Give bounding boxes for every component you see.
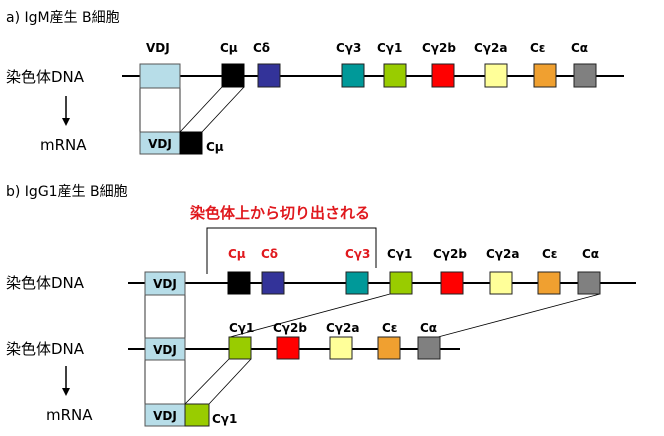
section-b-row2-label-g1: Cγ1	[229, 321, 254, 335]
section-a-gene-box-g1	[383, 63, 407, 88]
section-b-vdj-label-1: VDJ	[153, 277, 177, 291]
section-a-gene-label-epsilon: Cε	[530, 41, 546, 55]
section-b-row2-box-g1	[228, 336, 252, 360]
section-a-arrow-head	[62, 118, 70, 126]
section-b-row2-box-alpha	[417, 336, 441, 360]
section-b-gene-label-epsilon: Cε	[542, 247, 558, 261]
section-b-gene-box-epsilon	[537, 271, 561, 295]
section-b-row2-label-g2b: Cγ2b	[273, 321, 307, 335]
section-b-gene-label-mu: Cμ	[228, 247, 246, 261]
section-a-chromosome-label: 染色体DNA	[6, 68, 85, 86]
section-a-vdj-box	[139, 63, 181, 89]
section-b-gene-label-g1: Cγ1	[387, 247, 412, 261]
section-b-gene-label-g2b: Cγ2b	[433, 247, 467, 261]
section-b-arrow-head	[62, 388, 70, 396]
section-b-chromosome-label-2: 染色体DNA	[6, 340, 85, 358]
section-b-vdj-label-2: VDJ	[153, 343, 177, 357]
section-b-gene-box-g2b	[440, 271, 464, 295]
section-a-gene-label-g2a: Cγ2a	[474, 41, 507, 55]
section-b-excised-label: 染色体上から切り出される	[189, 204, 370, 222]
section-a-gene-label-alpha: Cα	[571, 41, 588, 55]
section-a-mrna-mu-label: Cμ	[206, 140, 224, 154]
section-b-gene-box-alpha	[577, 271, 601, 295]
section-a-gene-label-g3: Cγ3	[336, 41, 361, 55]
section-b-vdj-box-2	[144, 337, 186, 361]
section-b-chromosome-label-1: 染色体DNA	[6, 274, 85, 292]
section-a-vdj-label: VDJ	[146, 41, 170, 55]
section-a-mrna-mu-box	[179, 131, 203, 155]
section-a-gene-label-delta: Cδ	[253, 41, 270, 55]
section-a-gene-label-g2b: Cγ2b	[422, 41, 456, 55]
section-b-row2-box-g2b	[276, 336, 300, 360]
section-a-mrna-vdj-label: VDJ	[148, 137, 172, 151]
section-b-mrna-vdj-label: VDJ	[153, 409, 177, 423]
section-b-gene-box-delta	[261, 271, 285, 295]
section-b-row2-box-epsilon	[377, 336, 401, 360]
section-b-gene-label-g2a: Cγ2a	[486, 247, 519, 261]
section-b-mrna-label: mRNA	[46, 406, 93, 424]
section-a-gene-box-g2b	[431, 63, 455, 88]
section-b-row2-label-alpha: Cα	[420, 321, 437, 335]
section-b-gene-box-g1	[389, 271, 413, 295]
section-b-gene-label-g3: Cγ3	[345, 247, 370, 261]
section-a-title: a) IgM産生 B細胞	[6, 10, 120, 26]
section-b-vdj-box-1	[144, 271, 186, 296]
section-a-gene-box-delta	[257, 63, 281, 88]
section-a-gene-label-g1: Cγ1	[377, 41, 402, 55]
section-b-gene-label-delta: Cδ	[261, 247, 278, 261]
section-a-gene-box-epsilon	[533, 63, 557, 88]
section-a-mrna-label: mRNA	[40, 136, 87, 154]
section-a-gene-box-g2a	[484, 63, 508, 88]
section-b-excision-bracket	[206, 227, 377, 274]
section-b-row2-label-epsilon: Cε	[382, 321, 398, 335]
section-b-row2-label-g2a: Cγ2a	[326, 321, 359, 335]
section-b-gene-label-alpha: Cα	[582, 247, 599, 261]
section-b-mrna-g1-box	[184, 403, 210, 427]
section-b-gene-box-g3	[345, 271, 369, 295]
section-a-gene-label-mu: Cμ	[220, 41, 238, 55]
section-b-row2-box-g2a	[329, 336, 353, 360]
section-a-gene-box-alpha	[573, 63, 597, 88]
section-b-gene-box-mu	[227, 271, 251, 295]
section-a-gene-box-mu	[221, 63, 245, 88]
section-a-gene-box-g3	[341, 63, 365, 88]
section-b-gene-box-g2a	[489, 271, 513, 295]
section-b-mrna-g1-label: Cγ1	[212, 412, 237, 426]
section-b-title: b) IgG1産生 B細胞	[6, 184, 128, 200]
